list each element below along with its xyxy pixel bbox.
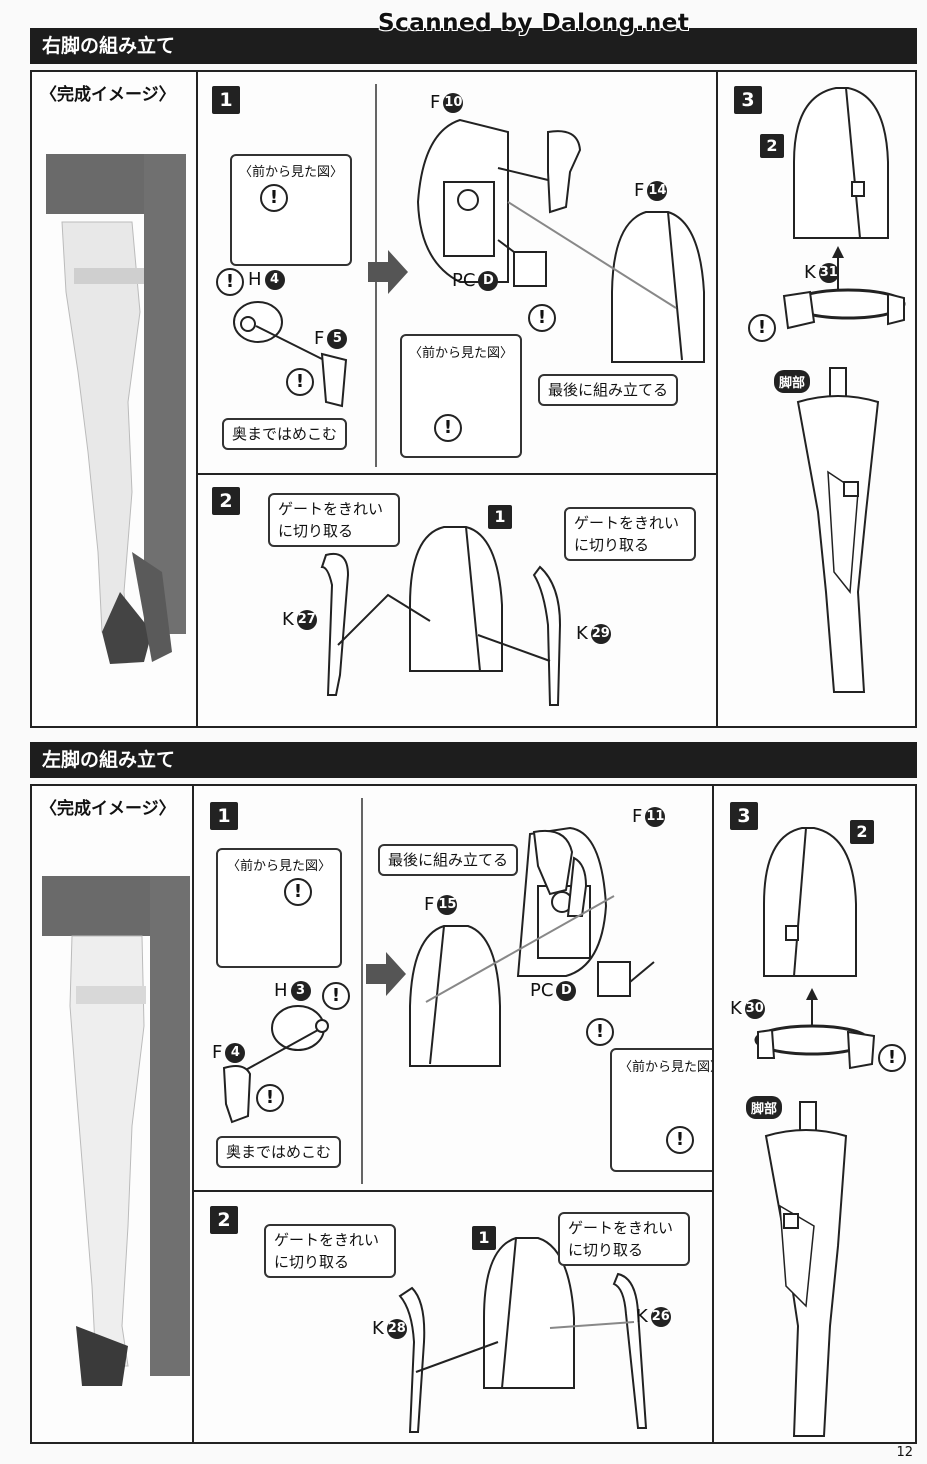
gate-cut-callout: ゲートをきれいに切り取る: [558, 1212, 690, 1266]
press-in-callout: 奥まではめこむ: [216, 1136, 342, 1168]
section-header: 右脚の組み立て: [30, 28, 917, 64]
front-view-label: 〈前から見た図〉: [226, 859, 331, 874]
preview-panel: 〈完成イメージ〉: [30, 70, 198, 728]
step-badge: 1: [210, 802, 238, 830]
step3-drawing: [754, 827, 876, 1437]
warning-icon: !: [216, 268, 244, 296]
right-leg-section: 右脚の組み立て 〈完成イメージ〉 1: [30, 20, 917, 728]
assemble-last-callout: 最後に組み立てる: [538, 374, 679, 406]
warning-icon: !: [878, 1044, 906, 1072]
preview-title: 〈完成イメージ〉: [40, 85, 176, 105]
front-view-box: 〈前から見た図〉: [230, 154, 352, 266]
warning-icon: !: [748, 314, 776, 342]
warning-icon: !: [528, 304, 556, 332]
front-view-label: 〈前から見た図〉: [238, 165, 343, 180]
step-badge: 2: [210, 1206, 238, 1234]
warning-icon: !: [322, 982, 350, 1010]
ref-badge: 2: [850, 820, 874, 844]
page-number: 12: [896, 1445, 913, 1460]
step1-panel: 1: [196, 70, 718, 475]
front-view-label: 〈前から見た図〉: [408, 346, 513, 361]
press-in-callout: 奥まではめこむ: [222, 418, 348, 450]
step2-drawing: [320, 526, 562, 706]
step-badge: 2: [212, 487, 240, 515]
left-leg-section: 左脚の組み立て 〈完成イメージ〉 1: [30, 738, 917, 1444]
warning-icon: !: [586, 1018, 614, 1046]
warning-icon: !: [666, 1126, 694, 1154]
section-header: 左脚の組み立て: [30, 742, 917, 778]
warning-icon: !: [284, 878, 312, 906]
leg-preview-image: [42, 876, 190, 1386]
gate-cut-callout: ゲートをきれいに切り取る: [564, 507, 696, 561]
ref-badge: 1: [488, 505, 512, 529]
assemble-last-callout: 最後に組み立てる: [378, 844, 519, 876]
leg-part-tag: 脚部: [746, 1096, 783, 1119]
warning-icon: !: [286, 368, 314, 396]
front-view-label: 〈前から見た図〉: [618, 1060, 723, 1075]
step-badge: 3: [730, 802, 758, 830]
watermark: Scanned by Dalong.net: [378, 10, 690, 36]
step-badge: 3: [734, 86, 762, 114]
step-badge: 1: [212, 86, 240, 114]
preview-panel: 〈完成イメージ〉: [30, 784, 194, 1444]
gate-cut-callout: ゲートをきれいに切り取る: [268, 493, 400, 547]
leg-part-tag: 脚部: [774, 370, 811, 393]
gate-cut-callout: ゲートをきれいに切り取る: [264, 1224, 396, 1278]
warning-icon: !: [256, 1084, 284, 1112]
front-view-box: 〈前から見た図〉: [400, 334, 522, 458]
warning-icon: !: [260, 184, 288, 212]
ref-badge: 1: [472, 1226, 496, 1250]
front-view-box: 〈前から見た図〉: [216, 848, 342, 968]
ref-badge: 2: [760, 134, 784, 158]
warning-icon: !: [434, 414, 462, 442]
step3-drawing: [782, 87, 906, 693]
leg-preview-image: [46, 154, 186, 664]
step2-drawing: [398, 1237, 648, 1433]
preview-title: 〈完成イメージ〉: [40, 799, 176, 819]
